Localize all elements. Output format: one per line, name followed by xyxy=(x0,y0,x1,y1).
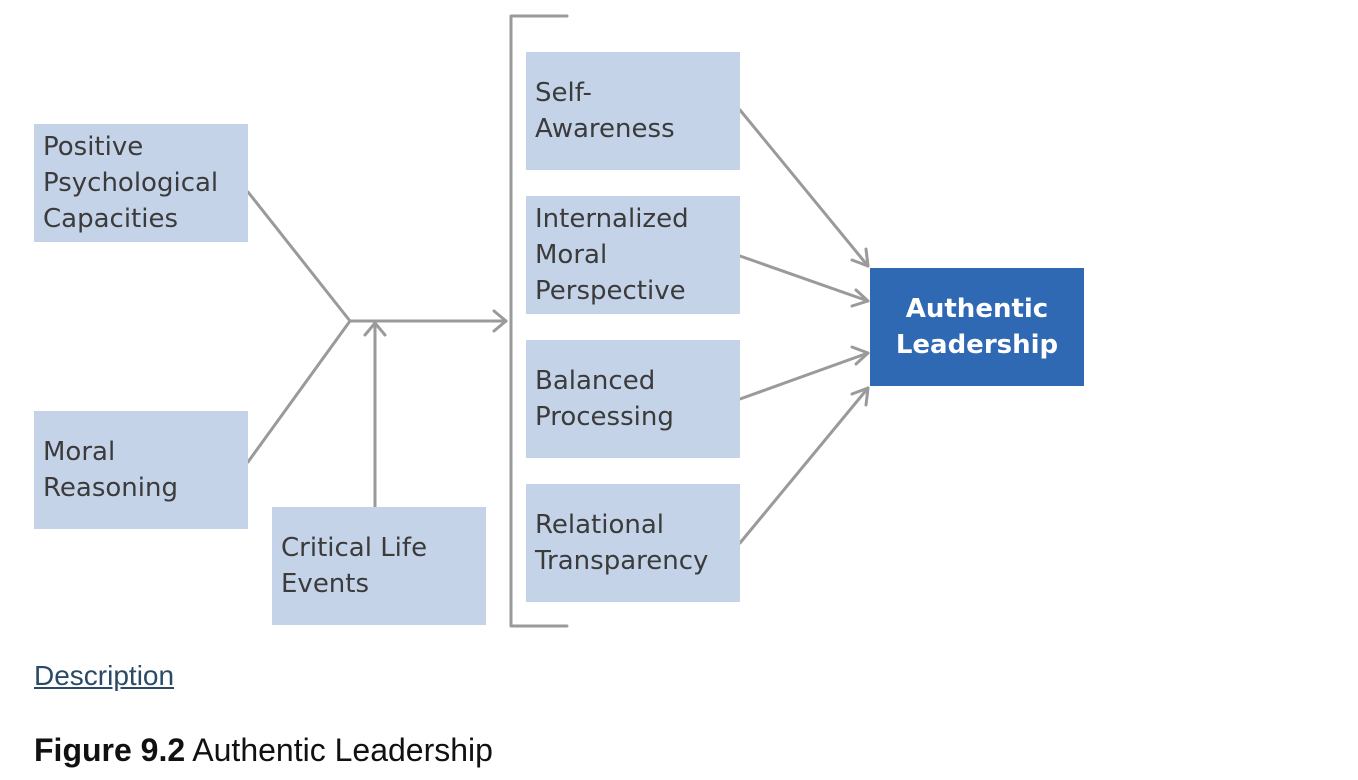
component-balanced-processing: Balanced Processing xyxy=(526,340,740,458)
arrowhead-relational-transparency xyxy=(850,386,870,407)
connector-relational-transparency xyxy=(738,386,870,545)
component-self-awareness: Self- Awareness xyxy=(526,52,740,170)
connector-balanced-processing xyxy=(738,351,870,401)
outcome-authentic-leadership: Authentic Leadership xyxy=(870,268,1084,386)
figure-number: Figure 9.2 xyxy=(34,732,186,768)
figure-title: Authentic Leadership xyxy=(192,732,493,768)
arrowhead-moral-perspective xyxy=(850,288,870,308)
antecedent-moral-reasoning: Moral Reasoning xyxy=(34,411,248,529)
arrowhead-main xyxy=(492,309,508,333)
connector-positive-capacities xyxy=(246,190,352,323)
antecedent-positive-psychological-capacities: Positive Psychological Capacities xyxy=(34,124,248,242)
arrowhead-self-awareness xyxy=(850,247,870,268)
figure-caption: Figure 9.2 Authentic Leadership xyxy=(34,732,493,769)
arrowhead-critical-events xyxy=(363,321,387,337)
description-link[interactable]: Description xyxy=(34,660,175,691)
connector-moral-reasoning xyxy=(246,319,352,464)
component-internalized-moral-perspective: Internalized Moral Perspective xyxy=(526,196,740,314)
component-relational-transparency: Relational Transparency xyxy=(526,484,740,602)
arrowhead-balanced-processing xyxy=(850,345,870,366)
connector-moral-perspective xyxy=(738,254,870,303)
antecedent-critical-life-events: Critical Life Events xyxy=(272,507,486,625)
connector-self-awareness xyxy=(738,108,870,268)
components-bracket xyxy=(509,14,569,628)
